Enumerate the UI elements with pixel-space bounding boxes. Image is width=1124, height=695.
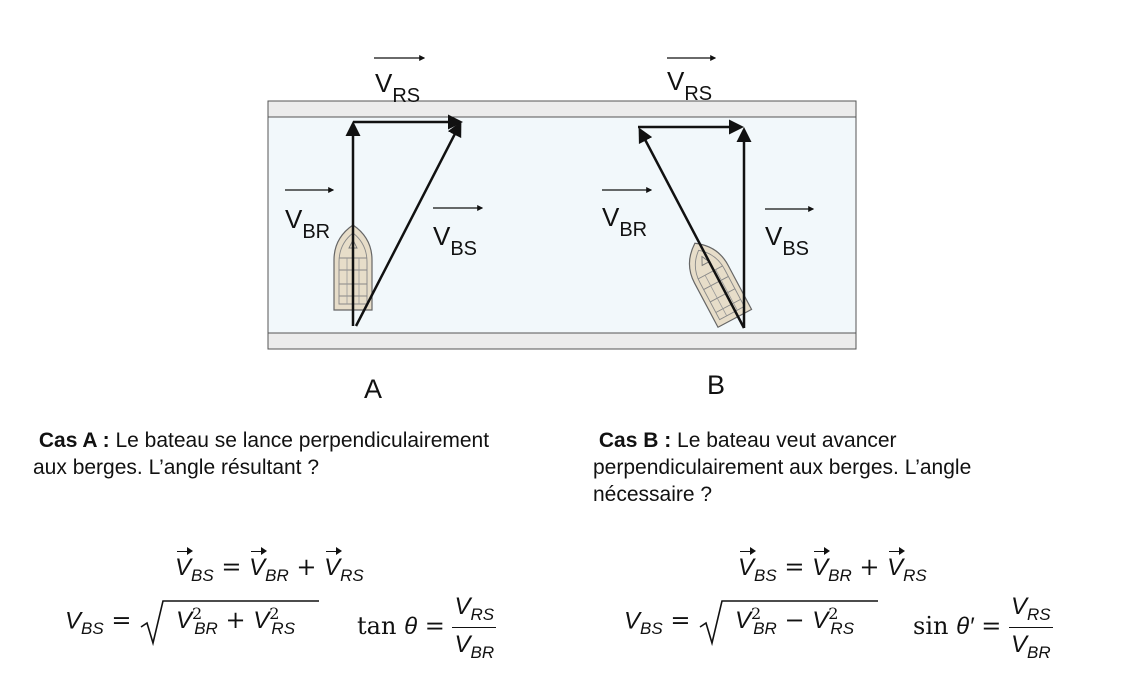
label-vrs-a: VRS (375, 68, 420, 107)
label-vbs-a: VBS (433, 221, 477, 260)
sqrt-symbol (698, 597, 880, 647)
case-b-description: Cas B : Le bateau veut avancer perpendic… (593, 427, 1073, 508)
river-bank-top (267, 100, 857, 118)
label-vbr-a: VBR (285, 204, 330, 243)
label-vbs-b: VBS (765, 221, 809, 260)
equation-sum-b: VBS = VBR + VRS (738, 547, 927, 585)
equation-sum-a: VBS = VBR + VRS (175, 547, 364, 585)
equation-norm-b: VBS = (624, 597, 880, 647)
label-vrs-b: VRS (667, 66, 712, 105)
river-diagram: VRS VBR VBS VRS VBR VBS A B (267, 55, 857, 404)
case-b-title: Cas B : (598, 429, 672, 452)
equation-norm-a: VBS = (65, 597, 321, 647)
equation-norm-b-radicand: V2BR − V2RS (735, 604, 855, 638)
case-a-description: Cas A : Le bateau se lance perpendiculai… (33, 427, 513, 481)
equation-angle-a: tan θ = VRS VBR (357, 593, 497, 662)
equation-norm-a-radicand: V2BR + V2RS (176, 604, 296, 638)
case-a-text: Le bateau se lance perpendiculairement a… (33, 429, 490, 479)
vector-vbs-a (354, 121, 462, 327)
river-bank-bottom (267, 332, 857, 350)
equation-angle-b: sin θ′ = VRS VBR (913, 593, 1053, 662)
case-a-title: Cas A : (38, 429, 110, 452)
case-letter-b: B (707, 370, 725, 400)
case-letter-a: A (364, 374, 382, 404)
case-b-text: Le bateau veut avancer perpendiculaireme… (593, 429, 972, 506)
sqrt-symbol (139, 597, 321, 647)
vector-vbr-b (638, 127, 746, 329)
label-vbr-b: VBR (602, 202, 647, 241)
